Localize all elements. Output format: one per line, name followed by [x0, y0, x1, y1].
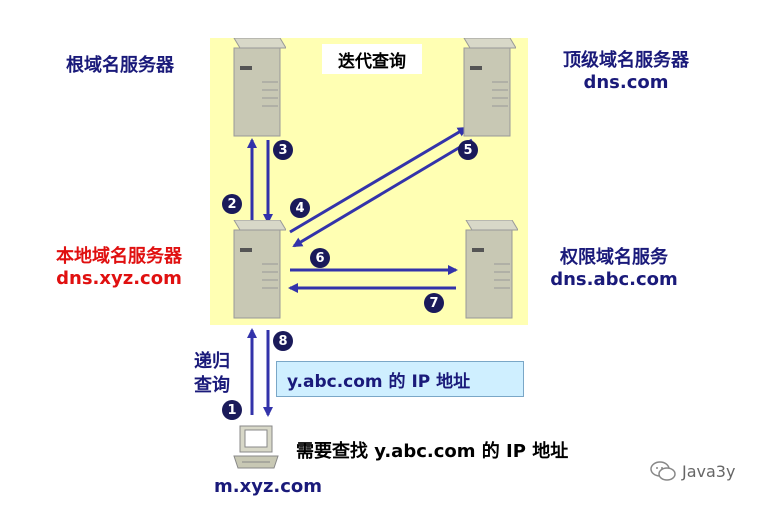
auth-server-icon: [460, 220, 518, 320]
watermark: Java3y: [650, 460, 735, 482]
arrow-5: [292, 138, 473, 248]
step-badge-1: 1: [222, 400, 242, 420]
step-badge-6: 6: [310, 248, 330, 268]
tld-server-label: 顶级域名服务器: [563, 50, 689, 71]
client-computer-icon: [232, 424, 280, 474]
local-server-icon: [228, 220, 286, 320]
recursive-query-label: 递归 查询: [194, 350, 230, 398]
root-server-icon: [228, 38, 286, 138]
watermark-text: Java3y: [682, 461, 736, 481]
step-badge-2: 2: [222, 194, 242, 214]
tld-server-domain: dns.com: [583, 72, 669, 93]
recursive-label-line1: 递归: [194, 351, 230, 372]
step-badge-7: 7: [424, 293, 444, 313]
root-server-label: 根域名服务器: [66, 55, 174, 76]
client-request-label: 需要查找 y.abc.com 的 IP 地址: [296, 441, 569, 462]
client-domain-label: m.xyz.com: [214, 476, 323, 497]
auth-server-domain: dns.abc.com: [550, 269, 678, 290]
diagram-title: 迭代查询: [322, 44, 422, 74]
ip-answer-box: y.abc.com 的 IP 地址: [276, 361, 524, 397]
step-badge-4: 4: [290, 198, 310, 218]
auth-server-label-block: 权限域名服务 dns.abc.com: [544, 247, 684, 291]
tld-server-label-block: 顶级域名服务器 dns.com: [546, 50, 706, 94]
arrow-4: [289, 126, 468, 234]
auth-server-label: 权限域名服务: [560, 247, 668, 268]
tld-server-icon: [458, 38, 516, 138]
local-server-label-block: 本地域名服务器 dns.xyz.com: [34, 246, 204, 290]
step-badge-8: 8: [273, 331, 293, 351]
step-badge-5: 5: [458, 140, 478, 160]
wechat-icon: [650, 461, 676, 481]
recursive-label-line2: 查询: [194, 375, 230, 396]
step-badge-3: 3: [273, 140, 293, 160]
local-server-label: 本地域名服务器: [56, 246, 182, 267]
local-server-domain: dns.xyz.com: [56, 268, 182, 289]
